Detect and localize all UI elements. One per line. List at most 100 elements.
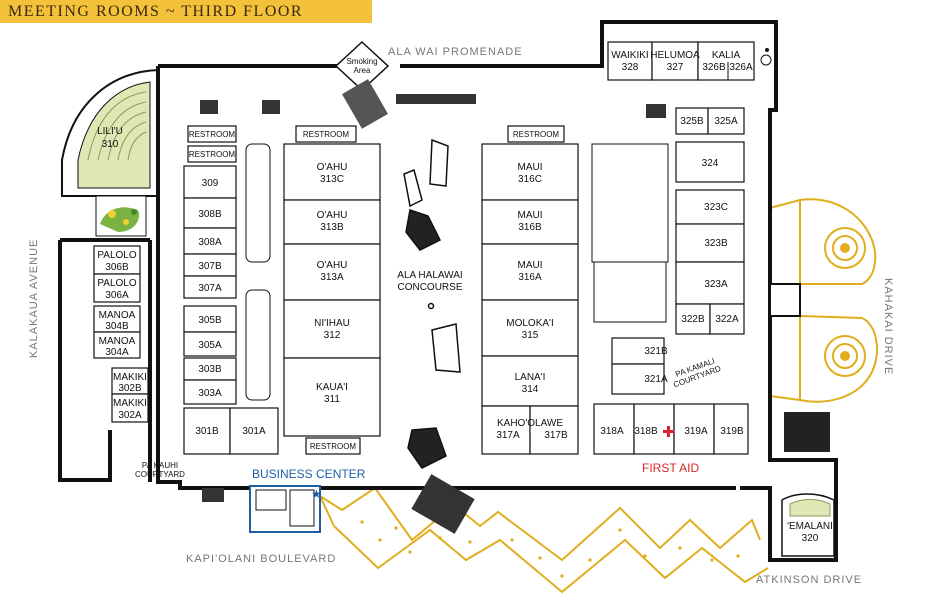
room-325a: 325A	[714, 116, 738, 127]
maui-block	[481, 143, 579, 455]
room-niihau-name: NI'IHAU	[314, 318, 350, 329]
concourse-label-1: ALA HALAWAI	[397, 270, 462, 281]
room-323a: 323A	[704, 279, 728, 290]
room-oahu-a-number: 313A	[320, 272, 344, 283]
restrooms	[187, 125, 565, 455]
room-oahu-c-number: 313C	[320, 174, 344, 185]
room-322b: 322B	[681, 314, 705, 325]
room-palolo-a-number: 306A	[105, 290, 129, 301]
concourse-features	[403, 138, 461, 469]
business-center-label: BUSINESS CENTER	[252, 467, 366, 481]
smoking-label-2: Area	[354, 66, 371, 75]
room-maui-c-name: MAUI	[518, 162, 543, 173]
accessibility-icon	[760, 48, 772, 66]
room-helumoa-number: 327	[667, 62, 684, 73]
room-emalani-number: 320	[802, 533, 819, 544]
room-308b: 308B	[198, 209, 222, 220]
room-323c: 323C	[704, 202, 728, 213]
room-kalia-name: KALIA	[712, 50, 741, 61]
room-kalia-number-a: 326A	[729, 62, 753, 73]
street-atkinson-drive: ATKINSON DRIVE	[756, 574, 862, 586]
room-niihau-number: 312	[324, 330, 341, 341]
restroom-label-3: RESTROOM	[303, 130, 350, 139]
room-maui-b-number: 316B	[518, 222, 542, 233]
room-makiki-a-number: 302A	[118, 410, 142, 421]
room-molokai-number: 315	[522, 330, 539, 341]
room-308a: 308A	[198, 237, 222, 248]
garden-planter	[95, 195, 147, 237]
south-lanai	[319, 486, 769, 594]
street-kalakaua-avenue: KALAKAUA AVENUE	[28, 239, 40, 358]
title-banner: MEETING ROOMS ~ THIRD FLOOR	[0, 0, 372, 23]
room-manoa-a-name: MANOA	[99, 336, 136, 347]
room-kalia-number-b: 326B	[702, 62, 726, 73]
room-maui-c-number: 316C	[518, 174, 542, 185]
room-318a: 318A	[600, 426, 624, 437]
room-palolo-b-name: PALOLO	[97, 250, 136, 261]
room-maui-b-name: MAUI	[518, 210, 543, 221]
room-319a: 319A	[684, 426, 708, 437]
room-maui-a-name: MAUI	[518, 260, 543, 271]
room-321a: 321A	[644, 374, 668, 385]
room-manoa-a-number: 304A	[105, 347, 129, 358]
room-emalani-name: 'EMALANI	[787, 521, 833, 532]
street-ala-wai-promenade: ALA WAI PROMENADE	[388, 46, 523, 58]
room-318b: 318B	[634, 426, 658, 437]
business-center	[249, 485, 321, 533]
room-303a: 303A	[198, 388, 222, 399]
business-center-star-icon: ★	[311, 487, 322, 501]
street-kapiolani-boulevard: KAPI'OLANI BOULEVARD	[186, 553, 336, 565]
room-305a: 305A	[198, 340, 222, 351]
room-301b: 301B	[195, 426, 219, 437]
room-kahoolawe-number-a: 317A	[496, 430, 520, 441]
room-307a: 307A	[198, 283, 222, 294]
room-liliu-name: LILI'U	[97, 126, 123, 137]
room-kahoolawe-number-b: 317B	[544, 430, 568, 441]
room-307b: 307B	[198, 261, 222, 272]
room-helumoa-name: HELUMOA	[650, 50, 700, 61]
room-319b: 319B	[720, 426, 744, 437]
concourse-label-2: CONCOURSE	[397, 282, 462, 293]
room-palolo-a-name: PALOLO	[97, 278, 136, 289]
street-kahakai-drive: KAHAKAI DRIVE	[882, 278, 894, 375]
oahu-block	[283, 143, 381, 437]
north-stairs	[200, 79, 666, 129]
room-manoa-b-name: MANOA	[99, 310, 136, 321]
restroom-label-1: RESTROOM	[189, 130, 236, 139]
room-lanai-number: 314	[522, 384, 539, 395]
room-makiki-b-name: MAKIKI	[113, 372, 147, 383]
room-oahu-b-number: 313B	[320, 222, 344, 233]
map-title: MEETING ROOMS ~ THIRD FLOOR	[8, 3, 304, 20]
room-oahu-c-name: O'AHU	[317, 162, 348, 173]
first-aid-label: FIRST AID	[642, 461, 699, 475]
room-manoa-b-number: 304B	[105, 321, 129, 332]
column-300-rooms	[183, 143, 279, 455]
room-301a: 301A	[242, 426, 266, 437]
courtyard-pa-kauhi-1: PA KAUHI	[142, 461, 178, 470]
room-325b: 325B	[680, 116, 704, 127]
room-323b: 323B	[704, 238, 728, 249]
emalani-room	[781, 412, 835, 557]
west-wing-rooms	[93, 245, 149, 423]
south-stairs	[202, 474, 475, 534]
building-walls	[58, 20, 838, 562]
room-oahu-a-name: O'AHU	[317, 260, 348, 271]
room-palolo-b-number: 306B	[105, 262, 129, 273]
room-waikiki-number: 328	[622, 62, 639, 73]
room-lanai-name: LANA'I	[515, 372, 546, 383]
room-makiki-b-number: 302B	[118, 383, 142, 394]
room-waikiki-name: WAIKIKI	[611, 50, 648, 61]
courtyard-pa-kauhi-2: COURTYARD	[135, 470, 185, 479]
room-kauai-name: KAUA'I	[316, 382, 348, 393]
room-324: 324	[702, 158, 719, 169]
room-molokai-name: MOLOKA'I	[506, 318, 553, 329]
restroom-label-2: RESTROOM	[189, 150, 236, 159]
room-305b: 305B	[198, 315, 222, 326]
room-makiki-a-name: MAKIKI	[113, 398, 147, 409]
room-oahu-b-name: O'AHU	[317, 210, 348, 221]
room-321b: 321B	[644, 346, 668, 357]
first-aid-cross-icon	[663, 426, 674, 437]
room-303b: 303B	[198, 364, 222, 375]
room-maui-a-number: 316A	[518, 272, 542, 283]
